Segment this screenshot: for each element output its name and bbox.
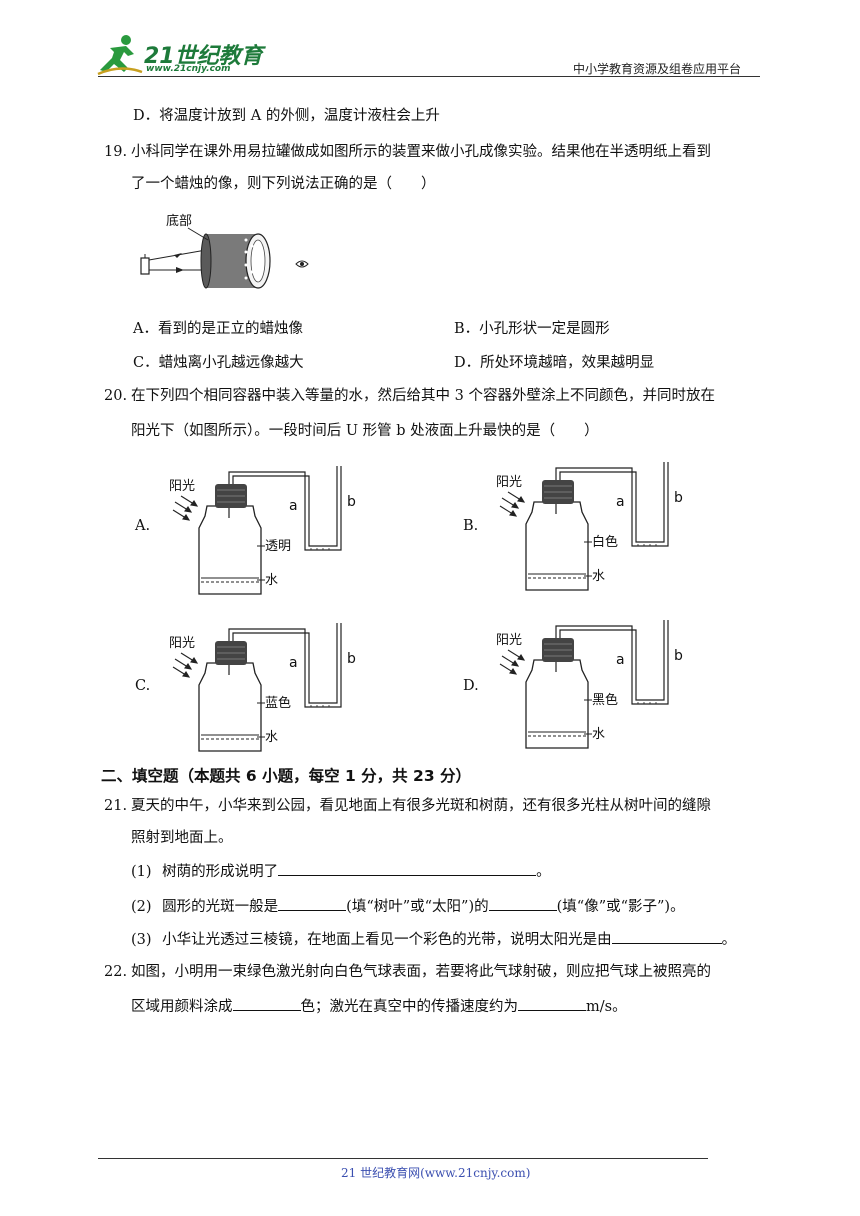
q21-number: 21. [104, 798, 128, 814]
q19-stem-line2: 了一个蜡烛的像，则下列说法正确的是（ ） [131, 176, 436, 192]
q21-sub1-num: (1) [131, 864, 152, 880]
q19-option-b: B．小孔形状一定是圆形 [454, 321, 610, 337]
q19-option-a: A．看到的是正立的蜡烛像 [133, 321, 303, 337]
header-logo: 21世纪教育 www.21cnjy.com [96, 34, 266, 78]
runner-logo-icon [97, 35, 143, 76]
q19-number: 19. [104, 144, 128, 160]
sun-label: 阳光 [496, 633, 522, 648]
footer-text: 21 世纪教育网(www.21cnjy.com) [341, 1166, 531, 1180]
q21-sub2-text-b: (填“树叶”或“太阳”)的 [346, 899, 489, 915]
logo-url: www.21cnjy.com [146, 64, 231, 74]
q21-sub1-end: 。 [536, 864, 551, 880]
tube-b-label: b [674, 648, 683, 664]
q22-stem-line2: 区域用颜料涂成 色；激光在真空中的传播速度约为 m/s。 [131, 996, 627, 1017]
color-label: 透明 [265, 539, 291, 554]
water-label: 水 [592, 727, 605, 742]
q19-figure-label: 底部 [166, 213, 192, 229]
tube-a-label: a [289, 498, 298, 514]
q21-sub1-text: 树荫的形成说明了 [162, 864, 279, 880]
q18-option-d: D．将温度计放到 A 的外侧，温度计液柱会上升 [133, 108, 440, 124]
footer-rule [98, 1158, 708, 1159]
q21-sub3-blank[interactable] [611, 929, 722, 944]
water-label: 水 [265, 573, 278, 588]
q20-number: 20. [104, 388, 128, 404]
q21-stem-line2: 照射到地面上。 [131, 830, 233, 846]
q22-text-b: 色；激光在真空中的传播速度约为 [300, 999, 519, 1015]
q20-figure-c-letter: C. [135, 678, 151, 694]
color-label: 蓝色 [265, 695, 291, 711]
q21-stem-line1: 夏天的中午，小华来到公园，看见地面上有很多光斑和树荫，还有很多光柱从树叶间的缝隙 [131, 798, 711, 814]
q22-stem-line1: 如图，小明用一束绿色激光射向白色气球表面，若要将此气球射破，则应把气球上被照亮的 [131, 964, 711, 980]
q21-sub2-blank-1[interactable] [278, 896, 347, 911]
color-label: 黑色 [592, 692, 618, 708]
tube-a-label: a [616, 652, 625, 668]
q20-stem-line2: 阳光下（如图所示）。一段时间后 U 形管 b 处液面上升最快的是（ ） [131, 423, 599, 439]
color-label: 白色 [592, 534, 618, 550]
q19-stem-line1: 小科同学在课外用易拉罐做成如图所示的装置来做小孔成像实验。结果他在半透明纸上看到 [131, 144, 711, 160]
q19-option-d: D．所处环境越暗，效果越明显 [454, 355, 655, 371]
water-label: 水 [265, 730, 278, 745]
tube-a-label: a [289, 655, 298, 671]
q21-sub2-text-c: (填“像”或“影子”)。 [556, 899, 685, 915]
q20-figure-b-letter: B. [463, 518, 479, 534]
water-label: 水 [592, 569, 605, 584]
sun-label: 阳光 [169, 479, 195, 494]
q21-sub3: (3) 小华让光透过三棱镜，在地面上看见一个彩色的光带，说明太阳光是由 。 [131, 929, 736, 950]
tube-b-label: b [347, 651, 356, 667]
tube-a-label: a [616, 494, 625, 510]
q22-number: 22. [104, 964, 128, 980]
q22-blank-1[interactable] [232, 996, 301, 1011]
q22-blank-2[interactable] [518, 996, 586, 1011]
sun-label: 阳光 [169, 636, 195, 651]
q21-sub2-text-a: 圆形的光斑一般是 [162, 899, 279, 915]
header-rule [98, 76, 760, 77]
section-title: 二、填空题（本题共 6 小题，每空 1 分，共 23 分） [101, 767, 472, 785]
logo-title: 21世纪教育 [144, 44, 263, 69]
q21-sub3-end: 。 [721, 932, 737, 948]
header-right-text: 中小学教育资源及组卷应用平台 [573, 62, 742, 76]
q20-figure-d-letter: D. [463, 678, 479, 694]
q21-sub3-num: (3) [131, 932, 152, 948]
q22-text-a: 区域用颜料涂成 [131, 999, 233, 1015]
q21-sub2-blank-2[interactable] [488, 896, 557, 911]
tube-b-label: b [674, 490, 683, 506]
q21-sub2-num: (2) [131, 899, 152, 915]
tube-b-label: b [347, 494, 356, 510]
q21-sub1: (1) 树荫的形成说明了 。 [131, 861, 551, 882]
q21-sub3-text: 小华让光透过三棱镜，在地面上看见一个彩色的光带，说明太阳光是由 [162, 932, 612, 948]
q20-stem-line1: 在下列四个相同容器中装入等量的水，然后给其中 3 个容器外壁涂上不同颜色，并同时… [131, 388, 715, 404]
q20-figure-a-letter: A. [135, 518, 151, 534]
sun-label: 阳光 [496, 475, 522, 490]
q21-sub1-blank[interactable] [278, 861, 537, 876]
q22-text-c: m/s。 [586, 999, 627, 1015]
q21-sub2: (2) 圆形的光斑一般是 (填“树叶”或“太阳”)的 (填“像”或“影子”)。 [131, 896, 685, 917]
q19-pinhole-figure: 底部 [140, 213, 309, 289]
q19-option-c: C．蜡烛离小孔越远像越大 [133, 355, 304, 371]
